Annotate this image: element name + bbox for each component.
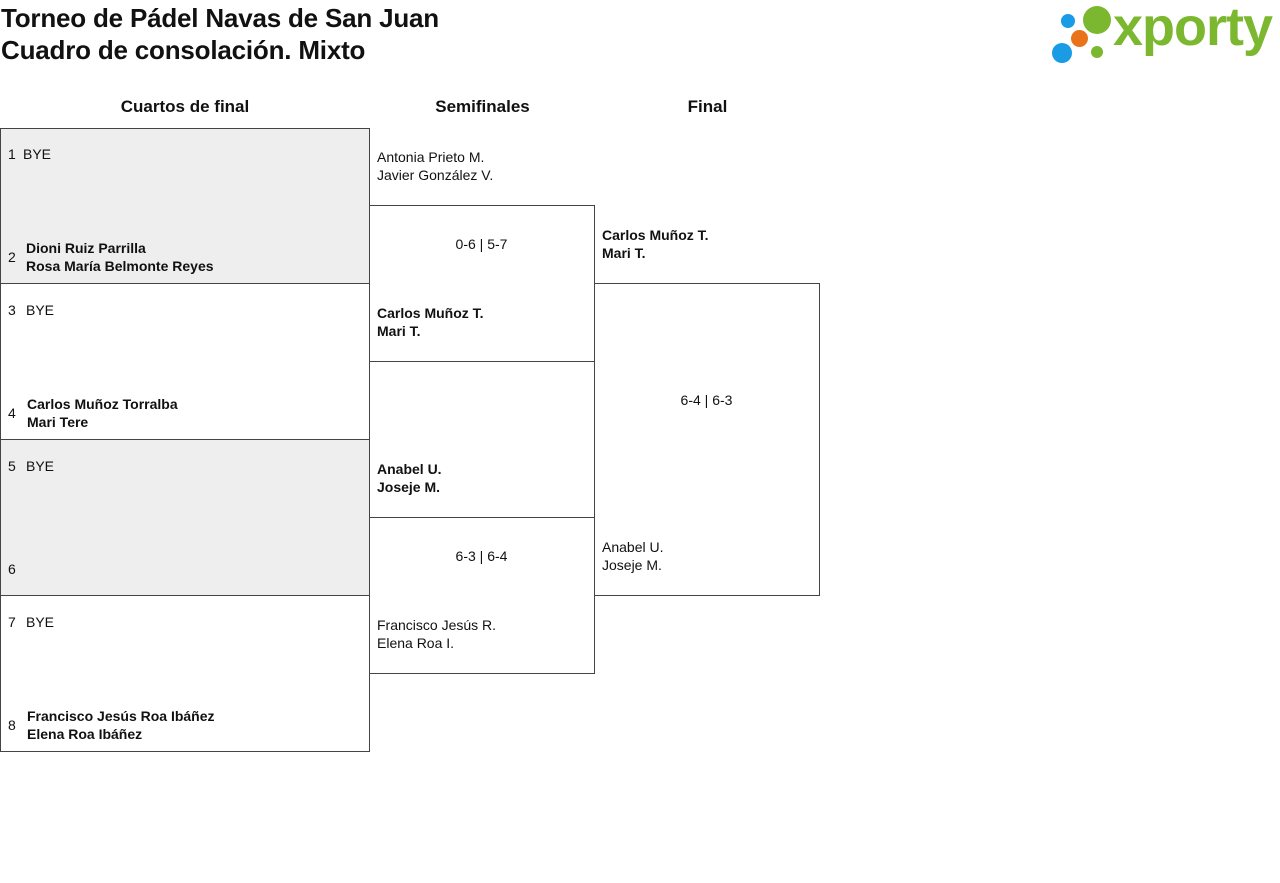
match-score: 0-6 | 5-7 bbox=[455, 236, 508, 252]
team-player-1[interactable]: Antonia Prieto M. bbox=[377, 149, 485, 165]
draw-subtitle: Cuadro de consolación. Mixto bbox=[1, 35, 366, 65]
quarterfinal-match-1 bbox=[0, 128, 370, 284]
team-player-2[interactable]: Elena Roa Ibáñez bbox=[27, 726, 143, 742]
final-match bbox=[594, 283, 820, 596]
team-player-2[interactable]: Rosa María Belmonte Reyes bbox=[26, 258, 214, 274]
round-header-final: Final bbox=[687, 97, 728, 116]
team-player-1[interactable]: Francisco Jesús Roa Ibáñez bbox=[27, 708, 215, 724]
match-score: 6-4 | 6-3 bbox=[680, 392, 733, 408]
team-player-1[interactable]: Carlos Muñoz Torralba bbox=[27, 396, 178, 412]
team-name[interactable]: BYE bbox=[26, 458, 55, 474]
round-header-semifinals: Semifinales bbox=[435, 97, 530, 116]
team-player-2[interactable]: Joseje M. bbox=[602, 557, 662, 573]
seed-number: 5 bbox=[8, 458, 16, 474]
seed-number: 7 bbox=[8, 614, 16, 630]
seed-number: 1 bbox=[8, 146, 16, 162]
quarterfinal-match-3 bbox=[0, 439, 370, 596]
team-player-1[interactable]: Francisco Jesús R. bbox=[377, 617, 497, 633]
team-player-2[interactable]: Elena Roa I. bbox=[377, 635, 455, 651]
seed-number: 8 bbox=[8, 717, 16, 733]
team-player-2[interactable]: Joseje M. bbox=[377, 479, 441, 495]
team-name[interactable]: BYE bbox=[26, 302, 55, 318]
logo-dot-orange-icon bbox=[1071, 30, 1088, 47]
logo-dot-blue-small-icon bbox=[1061, 14, 1075, 28]
seed-number: 6 bbox=[8, 561, 16, 577]
team-player-1[interactable]: Anabel U. bbox=[602, 539, 664, 555]
team-player-2[interactable]: Mari T. bbox=[377, 323, 421, 339]
round-header-quarterfinals: Cuartos de final bbox=[120, 97, 250, 116]
match-score: 6-3 | 6-4 bbox=[455, 548, 508, 564]
team-player-2[interactable]: Mari Tere bbox=[27, 414, 89, 430]
seed-number: 3 bbox=[8, 302, 16, 318]
team-name[interactable]: BYE bbox=[23, 146, 52, 162]
team-player-2[interactable]: Mari T. bbox=[602, 245, 646, 261]
xporty-logo[interactable]: xporty bbox=[1050, 0, 1278, 68]
team-player-1[interactable]: Carlos Muñoz T. bbox=[377, 305, 484, 321]
team-player-1[interactable]: Carlos Muñoz T. bbox=[602, 227, 709, 243]
team-player-1[interactable]: Anabel U. bbox=[377, 461, 442, 477]
logo-dot-green-small-icon bbox=[1091, 46, 1103, 58]
team-player-2[interactable]: Javier González V. bbox=[377, 167, 494, 183]
seed-number: 2 bbox=[8, 249, 16, 265]
seed-number: 4 bbox=[8, 405, 16, 421]
logo-text: xporty bbox=[1113, 0, 1273, 57]
team-name[interactable]: BYE bbox=[26, 614, 55, 630]
logo-dot-blue-icon bbox=[1052, 43, 1072, 63]
logo-dot-green-icon bbox=[1083, 6, 1111, 34]
team-player-1[interactable]: Dioni Ruiz Parrilla bbox=[26, 240, 146, 256]
tournament-title: Torneo de Pádel Navas de San Juan bbox=[1, 3, 439, 33]
